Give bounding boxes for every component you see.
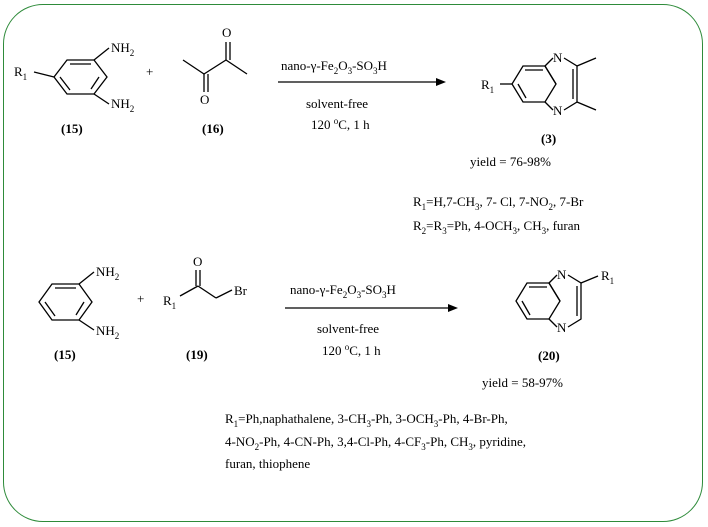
r1-scope-line1: R1=H,7-CH3, 7- Cl, 7-NO2, 7-Br [413,194,584,212]
r1-id-3: (3) [541,131,556,146]
r2-br: Br [234,283,248,298]
scheme-frame [3,4,703,522]
r2-solvent: solvent-free [317,321,379,336]
r1-product-structure [500,57,597,111]
r1-r1-label: R1 [14,64,27,82]
r1-diamine-structure [33,47,110,105]
r2-product-structure [515,274,599,328]
r2-scope-line3: furan, thiophene [225,456,310,471]
r1-o-top: O [222,25,231,40]
r1-product-n-bot: N [553,103,563,118]
r2-catalyst: nano-γ-Fe2O3-SO3H [290,282,396,300]
r1-product-r1: R1 [481,77,494,95]
r1-catalyst: nano-γ-Fe2O3-SO3H [281,58,387,76]
r1-yield: yield = 76-98% [470,154,551,169]
r2-nh2-top: NH2 [96,264,119,282]
r1-scope-line2: R2=R3=Ph, 4-OCH3, CH3, furan [413,218,581,236]
r2-id-20: (20) [538,348,560,363]
r2-yield: yield = 58-97% [482,375,563,390]
r1-conditions: 120 oC, 1 h [311,116,370,132]
r2-arrow-head [448,304,458,312]
r1-id-16: (16) [202,121,224,136]
r1-o-bot: O [200,92,209,107]
r1-arrow-head [436,78,446,86]
r1-plus: + [146,64,153,79]
r1-product-n-top: N [553,50,563,65]
r2-bromoketone-structure [179,270,233,299]
r1-solvent: solvent-free [306,96,368,111]
r1-nh2-bot: NH2 [111,96,134,114]
r2-id-19: (19) [186,347,208,362]
r2-scope-line1: R1=Ph,naphathalene, 3-CH3-Ph, 3-OCH3-Ph,… [225,411,508,429]
r2-diamine-structure [38,271,95,331]
r2-o: O [193,254,202,269]
r1-id-15: (15) [61,121,83,136]
r2-conditions: 120 oC, 1 h [322,342,381,358]
r2-nh2-bot: NH2 [96,323,119,341]
r2-id-15: (15) [54,347,76,362]
r1-nh2-top: NH2 [111,40,134,58]
r2-product-r1: R1 [601,268,614,286]
r2-product-n-top: N [557,267,567,282]
r1-diketone-structure [182,42,248,92]
r2-r1: R1 [163,293,176,311]
r2-plus: + [137,291,144,306]
r2-scope-line2: 4-NO2-Ph, 4-CN-Ph, 3,4-Cl-Ph, 4-CF3-Ph, … [225,434,526,452]
r2-product-n-bot: N [557,320,567,335]
